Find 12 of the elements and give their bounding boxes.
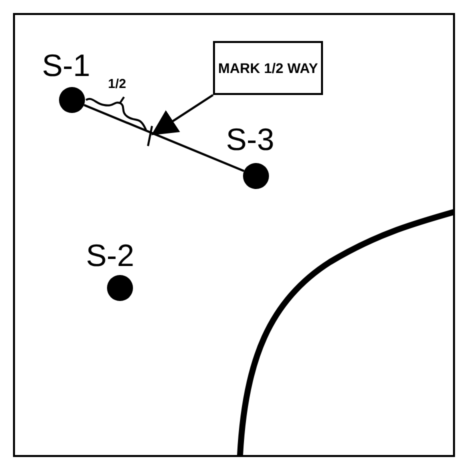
- connecting-line: [84, 104, 244, 172]
- arrow: [151, 94, 214, 136]
- callout-box: [213, 41, 323, 95]
- midpoint-tick: [146, 125, 154, 147]
- dimension-label: 1/2: [108, 76, 126, 91]
- point-dot: [243, 163, 269, 189]
- point-dot: [59, 87, 85, 113]
- point-label: S-2: [86, 240, 134, 272]
- point-label: S-1: [42, 50, 90, 82]
- point-dot: [107, 275, 133, 301]
- callout-text: MARK 1/2 WAY: [218, 60, 318, 76]
- point-label: S-3: [226, 124, 274, 156]
